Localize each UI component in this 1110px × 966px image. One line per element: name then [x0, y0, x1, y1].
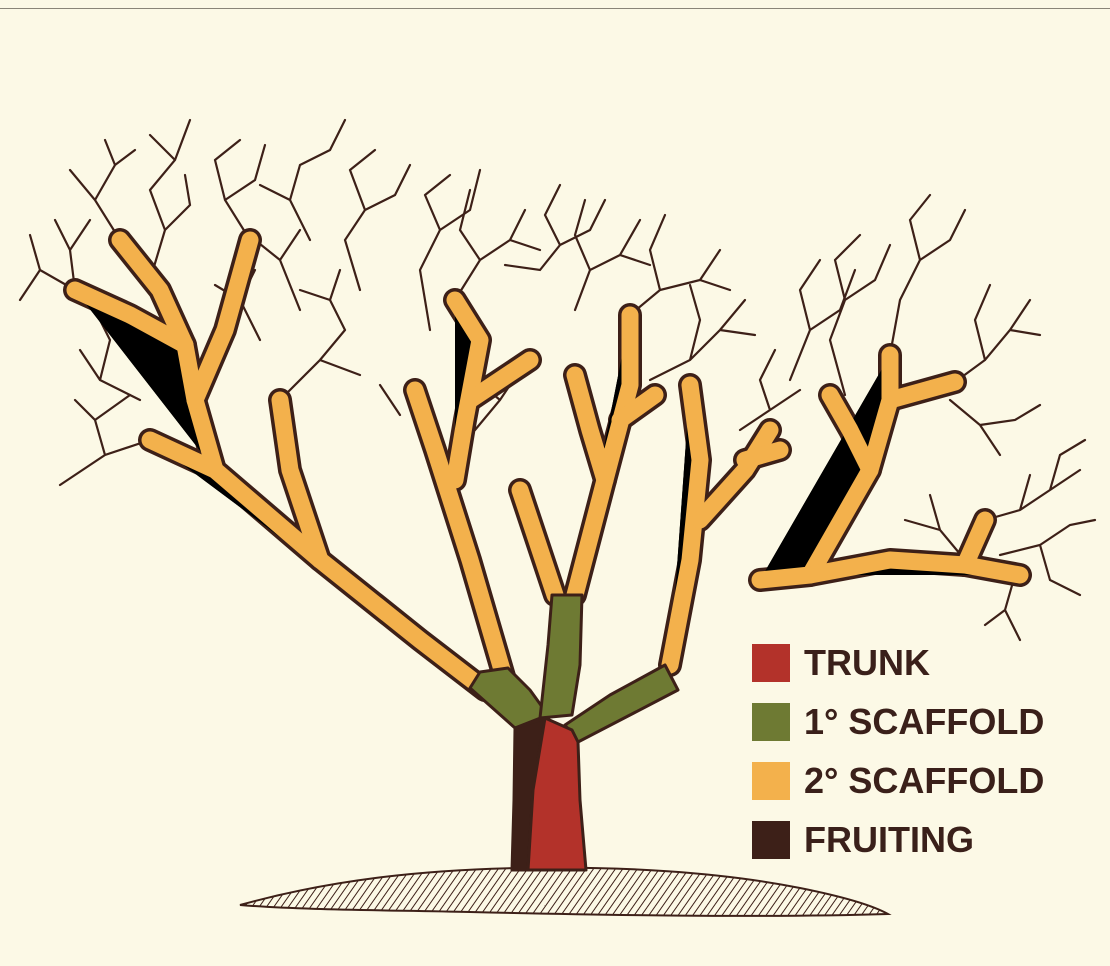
secondary-scaffold-swatch [752, 762, 790, 800]
secondary-scaffold-branches [75, 240, 1020, 690]
trunk-swatch [752, 644, 790, 682]
legend-label-trunk: TRUNK [804, 644, 930, 682]
trunk [512, 718, 586, 870]
legend-item-primary-scaffold: 1° SCAFFOLD [752, 703, 1044, 741]
legend-item-fruiting: FRUITING [752, 821, 1044, 859]
legend: TRUNK 1° SCAFFOLD 2° SCAFFOLD FRUITING [752, 644, 1044, 859]
legend-item-trunk: TRUNK [752, 644, 1044, 682]
legend-label-secondary-scaffold: 2° SCAFFOLD [804, 762, 1044, 800]
legend-label-primary-scaffold: 1° SCAFFOLD [804, 703, 1044, 741]
ground [240, 868, 888, 916]
primary-scaffold-branches [470, 595, 678, 742]
fruiting-swatch [752, 821, 790, 859]
legend-item-secondary-scaffold: 2° SCAFFOLD [752, 762, 1044, 800]
primary-scaffold-swatch [752, 703, 790, 741]
legend-label-fruiting: FRUITING [804, 821, 974, 859]
